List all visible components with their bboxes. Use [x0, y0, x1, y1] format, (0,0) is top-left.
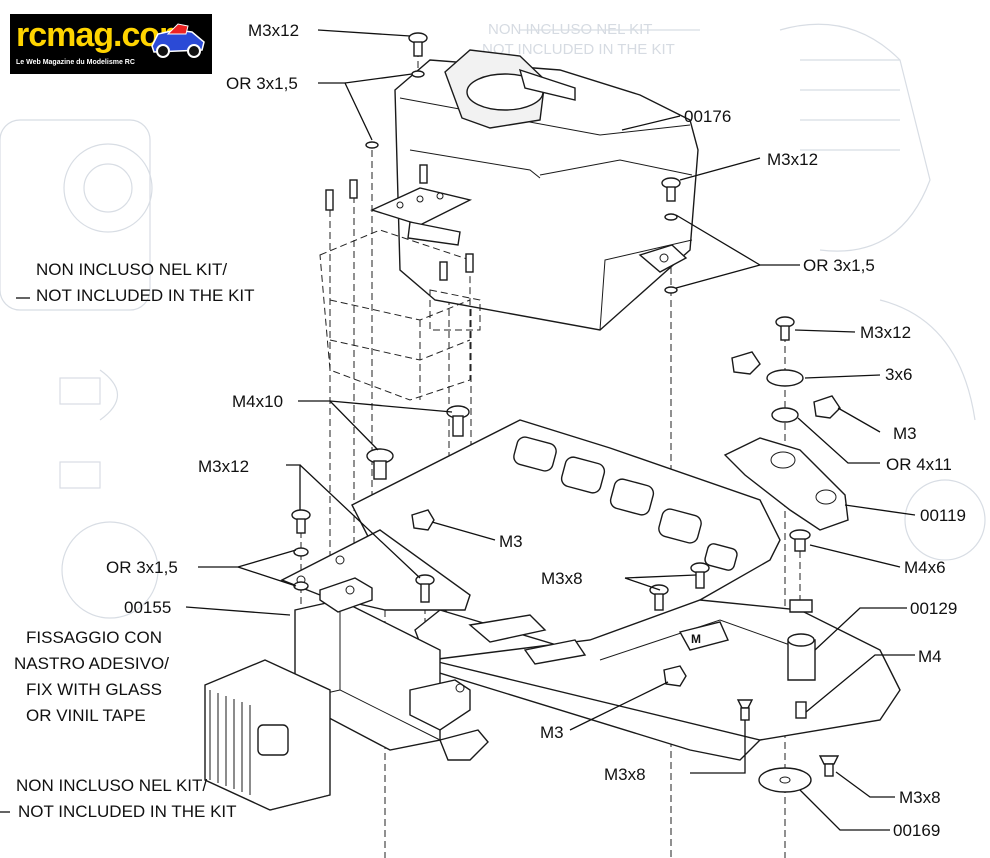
label-m3x12-tank: M3x12 — [767, 150, 818, 169]
label-00155: 00155 — [124, 598, 171, 617]
oring-4x11 — [771, 407, 799, 423]
washer-3x6 — [766, 369, 804, 387]
ghost-text-2: NOT INCLUDED IN THE KIT — [482, 41, 675, 58]
screw-m3x12-left[interactable] — [291, 509, 311, 534]
label-3x6: 3x6 — [885, 365, 912, 384]
label-m4x6: M4x6 — [904, 558, 946, 577]
nut-m3-right — [813, 395, 841, 419]
nuts-and-orings[interactable] — [293, 70, 841, 719]
label-m3x8-low: M3x8 — [604, 765, 646, 784]
label-or-4x11: OR 4x11 — [886, 455, 952, 474]
background-ghost-drawing: NON INCLUSO NEL KIT NOT INCLUDED IN THE … — [0, 21, 986, 619]
servo-bracket[interactable] — [370, 187, 473, 246]
label-00176: 00176 — [684, 107, 731, 126]
rc-car-icon — [151, 23, 205, 58]
label-m3x8-bottom-right: M3x8 — [899, 788, 941, 807]
label-m4: M4 — [918, 647, 942, 666]
note-servo-line2: NOT INCLUDED IN THE KIT — [36, 286, 255, 305]
screw-m3x8-bottom[interactable] — [818, 755, 840, 777]
label-00169: 00169 — [893, 821, 940, 840]
plate-logo: M — [691, 632, 701, 646]
screw-m4x6[interactable] — [789, 529, 811, 552]
label-or-3x1-5-left: OR 3x1,5 — [106, 558, 178, 577]
label-or-3x1-5-tank: OR 3x1,5 — [803, 256, 875, 275]
screw-small-servo[interactable] — [325, 164, 474, 281]
note-tape-line1: FISSAGGIO CON — [26, 628, 162, 647]
label-m4x10: M4x10 — [232, 392, 283, 411]
note-tape-line4: OR VINIL TAPE — [26, 706, 146, 725]
note-tape-line3: FIX WITH GLASS — [26, 680, 162, 699]
part-labels: M3x12 OR 3x1,5 00176 M3x12 OR 3x1,5 M3x1… — [106, 21, 966, 840]
label-m3-right: M3 — [893, 424, 917, 443]
label-m3x12-left: M3x12 — [198, 457, 249, 476]
label-m3-low: M3 — [540, 723, 564, 742]
leader-lines — [0, 29, 916, 831]
label-00119: 00119 — [920, 506, 966, 525]
steering-posts[interactable] — [319, 577, 489, 761]
label-m3x12-top: M3x12 — [248, 21, 299, 40]
screw-m3x12-right[interactable] — [775, 316, 795, 341]
rcmag-logo[interactable]: rcmag.com Le Web Magazine du Modelisme R… — [10, 14, 212, 74]
nut-m3-low — [663, 665, 687, 687]
screw-m4x10[interactable] — [366, 448, 394, 480]
logo-tagline: Le Web Magazine du Modelisme RC — [16, 59, 135, 66]
screw-m3x12-top[interactable] — [408, 32, 428, 57]
screw-m3x12-tank[interactable] — [661, 177, 681, 202]
label-m3-center: M3 — [499, 532, 523, 551]
label-m3x8-plate: M3x8 — [541, 569, 583, 588]
screws[interactable] — [291, 32, 840, 777]
screw-m4x10-b[interactable] — [446, 405, 470, 437]
notes: NON INCLUSO NEL KIT/ NOT INCLUDED IN THE… — [14, 260, 255, 821]
note-tape-line2: NASTRO ADESIVO/ — [14, 654, 169, 673]
nut-m3-center — [411, 509, 435, 531]
post-00119[interactable] — [723, 437, 849, 531]
grub-m4 — [795, 701, 807, 719]
label-00129: 00129 — [910, 599, 957, 618]
label-m3x12-right: M3x12 — [860, 323, 911, 342]
receiver-outline — [204, 659, 331, 811]
fuel-tank[interactable] — [394, 49, 699, 331]
washer-00169[interactable] — [758, 767, 812, 793]
note-receiver-line1: NON INCLUSO NEL KIT/ — [16, 776, 207, 795]
servo-outline — [319, 229, 481, 401]
nut-m3-a — [731, 351, 761, 375]
radio-plate[interactable]: M — [351, 419, 901, 761]
label-or-3x1-5-top: OR 3x1,5 — [226, 74, 298, 93]
post-00129[interactable] — [787, 599, 816, 681]
screw-m3x12-left-b[interactable] — [415, 574, 435, 603]
screw-m3x8-b[interactable] — [690, 562, 710, 589]
note-receiver-line2: NOT INCLUDED IN THE KIT — [18, 802, 237, 821]
note-servo-line1: NON INCLUSO NEL KIT/ — [36, 260, 227, 279]
